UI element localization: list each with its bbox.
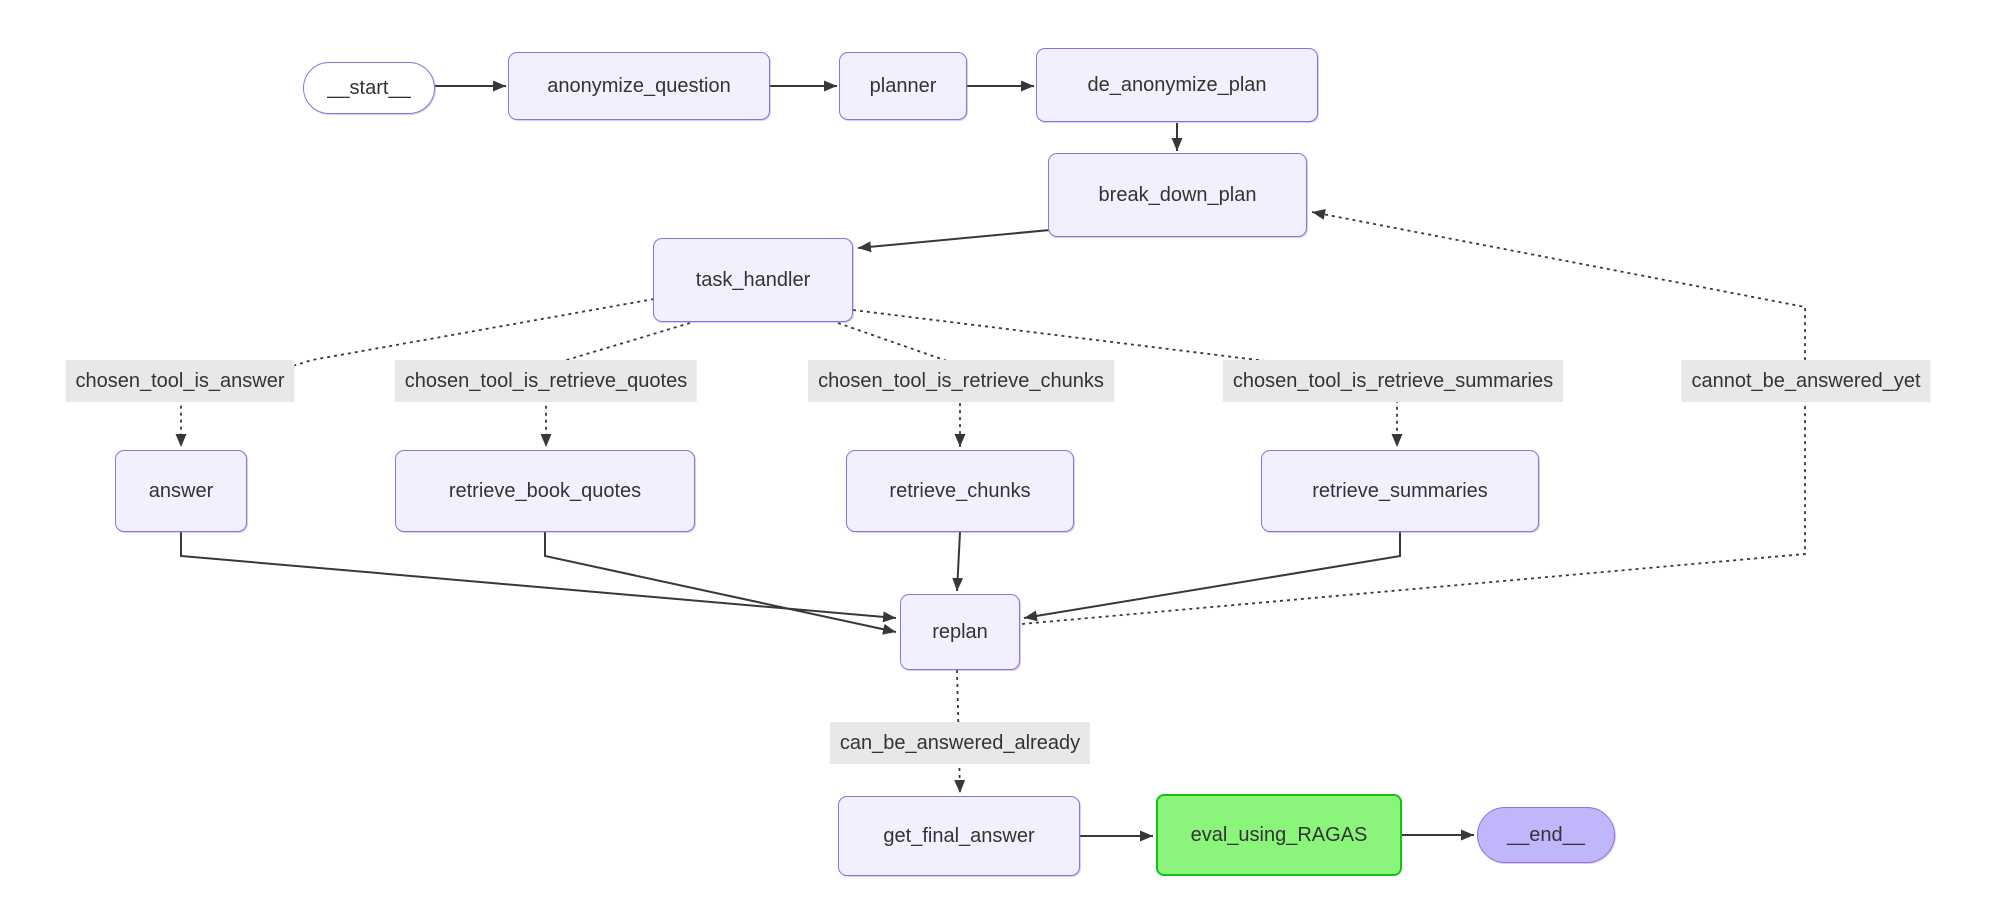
- node-end: __end__: [1477, 807, 1615, 863]
- node-planner: planner: [839, 52, 967, 120]
- edge-label-chosen-tool-is-answer: chosen_tool_is_answer: [65, 360, 295, 402]
- node-get-final-answer: get_final_answer: [838, 796, 1080, 876]
- node-retrieve-book-quotes: retrieve_book_quotes: [395, 450, 695, 532]
- node-task-handler: task_handler: [653, 238, 853, 322]
- node-anonymize-question: anonymize_question: [508, 52, 770, 120]
- node-retrieve-chunks: retrieve_chunks: [846, 450, 1074, 532]
- edge-replan-to-break-down-plan: [1021, 209, 1806, 625]
- node-de-anonymize-plan: de_anonymize_plan: [1036, 48, 1318, 122]
- node-break-down-plan: break_down_plan: [1048, 153, 1307, 237]
- node-eval-using-ragas: eval_using_RAGAS: [1156, 794, 1402, 876]
- node-start: __start__: [303, 62, 435, 114]
- edge-retrieve-summaries-to-replan: [1023, 532, 1401, 622]
- edge-retrieve-book-quotes-to-replan: [544, 532, 897, 635]
- edge-label-chosen-tool-is-retrieve-chunks: chosen_tool_is_retrieve_chunks: [808, 360, 1114, 402]
- edge-label-can-be-answered-already: can_be_answered_already: [829, 722, 1091, 764]
- edge-label-chosen-tool-is-retrieve-summaries: chosen_tool_is_retrieve_summaries: [1222, 360, 1564, 402]
- edge-label-chosen-tool-is-retrieve-quotes: chosen_tool_is_retrieve_quotes: [394, 360, 698, 402]
- edge-retrieve-chunks-to-replan: [952, 531, 964, 592]
- node-answer: answer: [115, 450, 247, 532]
- edge-task-handler-to-retrieve-summaries: [852, 309, 1403, 447]
- edge-answer-to-replan: [180, 532, 897, 623]
- node-replan: replan: [900, 594, 1020, 670]
- edge-label-cannot-be-answered-yet: cannot_be_answered_yet: [1681, 360, 1931, 402]
- edge-break-down-plan-to-task-handler: [857, 229, 1051, 253]
- node-retrieve-summaries: retrieve_summaries: [1261, 450, 1539, 532]
